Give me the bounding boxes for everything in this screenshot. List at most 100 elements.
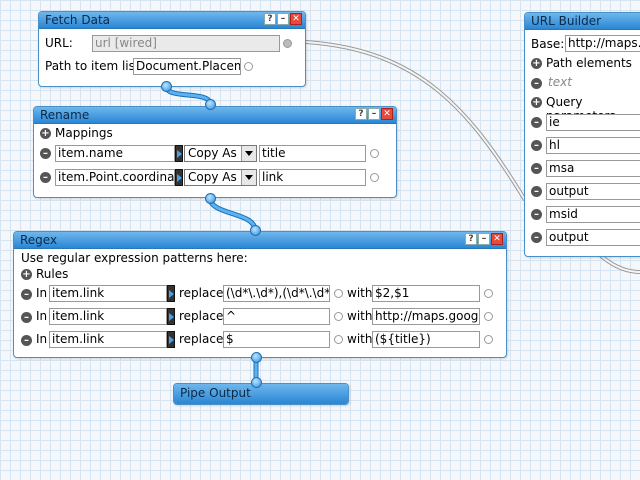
pattern-terminal[interactable] [334,289,343,298]
module-title: Fetch Data [45,13,111,27]
path-elements-label: Path elements [546,56,632,70]
mapping-field-input[interactable]: item.Point.coordinate [55,169,175,186]
rule-with-input[interactable]: (${title}) [372,331,480,348]
with-label: with [347,309,373,323]
path-input[interactable]: Document.Placema [133,58,241,75]
rule-field-input[interactable]: item.link [49,331,167,348]
rule-with-input[interactable]: http://maps.google. [372,308,480,325]
chevron-down-icon[interactable] [241,170,256,185]
close-icon[interactable]: ✕ [381,108,393,120]
minimize-icon[interactable]: – [368,108,380,120]
in-label: In [36,286,48,300]
add-path-icon[interactable]: + [531,58,542,69]
mapping-op-select[interactable]: Copy As [184,145,257,162]
replace-label: replace [179,332,224,346]
remove-param-icon[interactable]: – [531,232,542,243]
mapping-field-input[interactable]: item.name [55,145,175,162]
rename-input-connector[interactable] [205,99,216,110]
param-input[interactable]: msid [546,206,640,223]
module-title: Rename [40,108,90,122]
add-param-icon[interactable]: + [531,97,542,108]
path-element-input[interactable]: text [546,75,640,92]
remove-mapping-icon[interactable]: – [40,172,51,183]
path-terminal[interactable] [244,62,253,71]
remove-param-icon[interactable]: – [531,163,542,174]
pattern-terminal[interactable] [334,312,343,321]
rule-pattern-input[interactable]: ^ [223,308,330,325]
minimize-icon[interactable]: – [277,13,289,25]
close-icon[interactable]: ✕ [491,233,503,245]
rename-output-connector[interactable] [205,193,216,204]
field-picker-icon[interactable] [175,169,183,186]
pattern-terminal[interactable] [334,335,343,344]
field-picker-icon[interactable] [167,308,175,325]
with-terminal[interactable] [484,335,493,344]
base-input[interactable]: http://maps.go [565,35,640,52]
base-label: Base: [531,37,565,51]
help-icon[interactable]: ? [264,13,276,25]
rule-pattern-input[interactable]: (\d*\.\d*),(\d*\.\d*),(\d [223,285,330,302]
field-picker-icon[interactable] [175,145,183,162]
fetch-data-header[interactable]: Fetch Data ? – ✕ [39,12,305,29]
rename-header[interactable]: Rename ? – ✕ [34,107,396,124]
remove-rule-icon[interactable]: – [21,335,32,346]
param-input[interactable]: ie [546,114,640,131]
url-builder-header[interactable]: URL Builder [525,13,640,30]
minimize-icon[interactable]: – [478,233,490,245]
rule-field-input[interactable]: item.link [49,285,167,302]
rule-with-input[interactable]: $2,$1 [372,285,480,302]
url-input[interactable]: url [wired] [92,35,280,52]
remove-mapping-icon[interactable]: – [40,148,51,159]
rule-field-input[interactable]: item.link [49,308,167,325]
pipe-output-header[interactable]: Pipe Output [174,384,348,404]
mapping-terminal[interactable] [370,173,379,182]
mappings-label: Mappings [55,126,113,140]
rename-module[interactable]: Rename ? – ✕ + Mappings – item.name Copy… [33,106,397,198]
regex-input-connector[interactable] [250,225,261,236]
in-label: In [36,309,48,323]
close-icon[interactable]: ✕ [290,13,302,25]
regex-header[interactable]: Regex ? – ✕ [14,232,506,249]
with-terminal[interactable] [484,289,493,298]
module-title: Pipe Output [180,386,251,400]
in-label: In [36,332,48,346]
rule-pattern-input[interactable]: $ [223,331,330,348]
fetch-output-connector[interactable] [161,81,172,92]
output-input-connector[interactable] [251,377,262,388]
wire-rename-regex [207,197,258,231]
help-icon[interactable]: ? [355,108,367,120]
remove-rule-icon[interactable]: – [21,312,32,323]
mapping-target-input[interactable]: title [259,145,366,162]
remove-rule-icon[interactable]: – [21,289,32,300]
param-input[interactable]: output [546,183,640,200]
remove-param-icon[interactable]: – [531,140,542,151]
url-builder-module[interactable]: URL Builder Base: http://maps.go + Path … [524,12,640,257]
pipe-output-module[interactable]: Pipe Output [173,383,349,405]
with-terminal[interactable] [484,312,493,321]
add-mapping-icon[interactable]: + [40,128,51,139]
mapping-terminal[interactable] [370,149,379,158]
fetch-data-module[interactable]: Fetch Data ? – ✕ URL: url [wired] Path t… [38,11,306,87]
param-input[interactable]: hl [546,137,640,154]
add-rule-icon[interactable]: + [21,269,32,280]
chevron-down-icon[interactable] [241,146,256,161]
mapping-op-select[interactable]: Copy As [184,169,257,186]
module-title: Regex [20,233,58,247]
mapping-target-input[interactable]: link [259,169,366,186]
remove-param-icon[interactable]: – [531,117,542,128]
url-terminal[interactable] [283,39,292,48]
remove-param-icon[interactable]: – [531,186,542,197]
mapping-op-value: Copy As [188,170,237,184]
remove-param-icon[interactable]: – [531,209,542,220]
regex-module[interactable]: Regex ? – ✕ Use regular expression patte… [13,231,507,358]
param-input[interactable]: msa [546,160,640,177]
with-label: with [347,332,373,346]
field-picker-icon[interactable] [167,285,175,302]
regex-output-connector[interactable] [251,352,262,363]
help-icon[interactable]: ? [465,233,477,245]
wire-fetch-rename [163,85,213,105]
field-picker-icon[interactable] [167,331,175,348]
wire-urlbuilder-right [598,253,640,274]
param-input[interactable]: output [546,229,640,246]
remove-path-icon[interactable]: – [531,78,542,89]
